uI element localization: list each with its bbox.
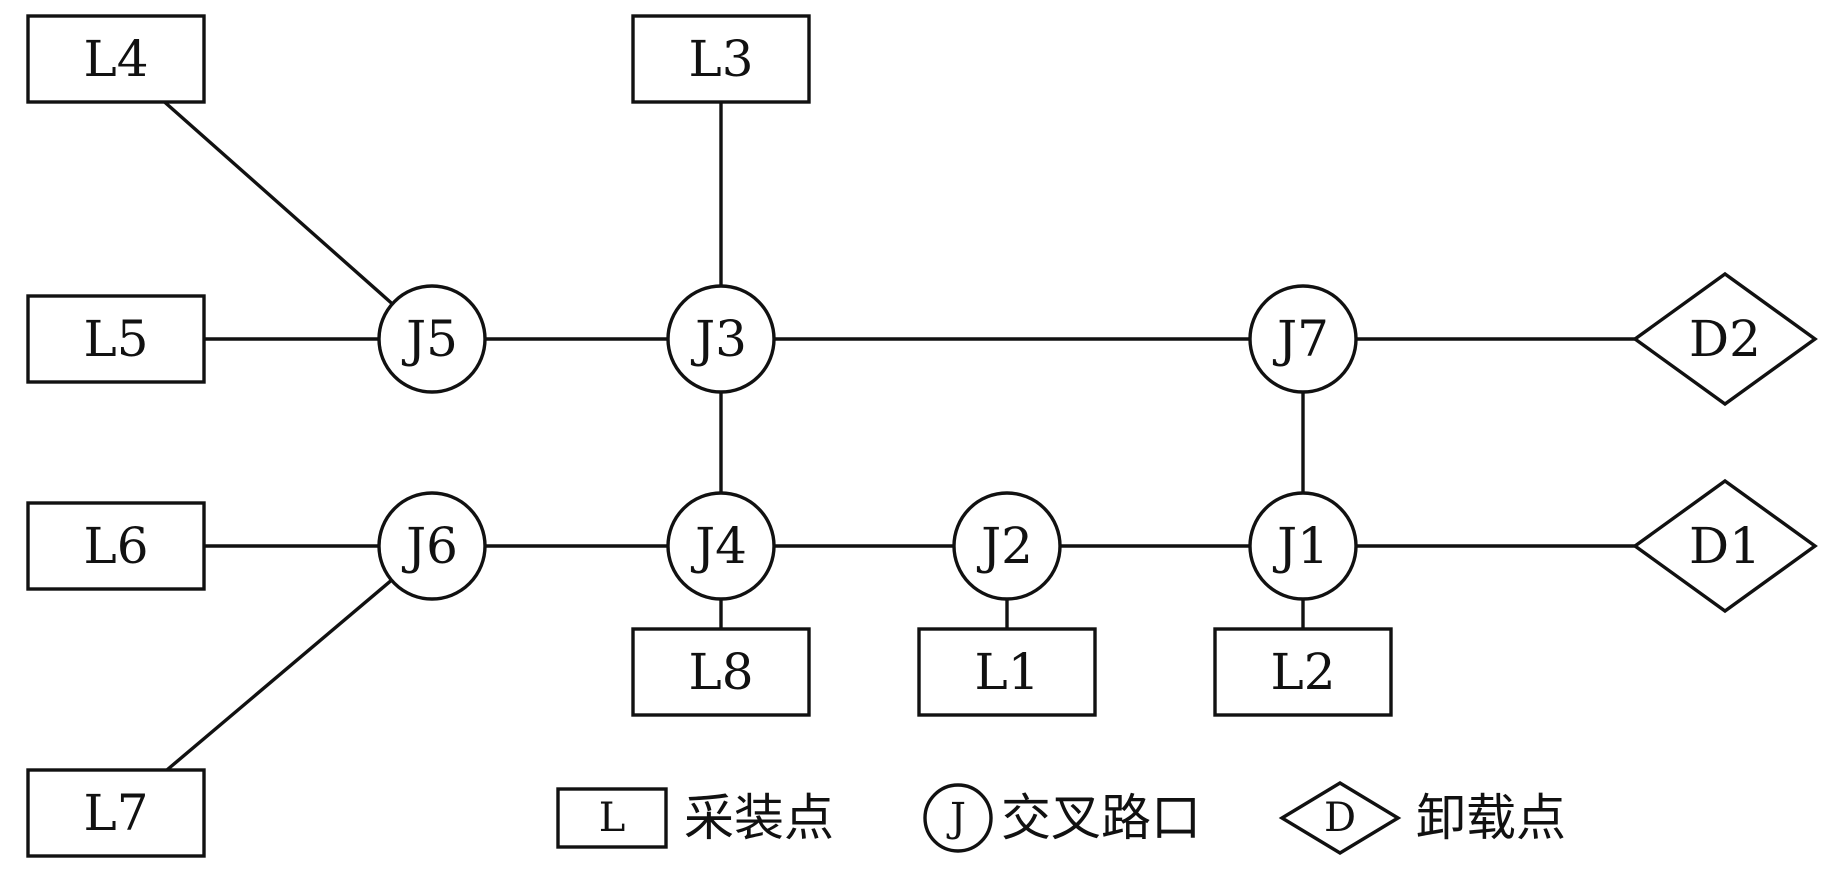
node-label-l8: L8 [688, 643, 753, 701]
node-j2: J2 [952, 491, 1062, 601]
node-l1: L1 [917, 627, 1097, 717]
node-label-l4: L4 [83, 30, 148, 88]
node-l7: L7 [26, 768, 206, 858]
node-label-l2: L2 [1270, 643, 1335, 701]
node-label-j5: J5 [401, 310, 458, 368]
dump-point-diamond [1632, 271, 1818, 407]
legend-junction-circle [923, 783, 993, 853]
junction-circle [666, 284, 776, 394]
legend-item-junction: J 交叉路口 [923, 783, 1201, 853]
legend-loading-symbol: L [599, 795, 626, 841]
loading-point-box [26, 14, 206, 104]
node-label-l1: L1 [974, 643, 1039, 701]
legend-junction-symbol: J [946, 795, 966, 841]
legend: L 采装点 J 交叉路口 D 卸载点 [556, 781, 1566, 855]
junction-circle [1248, 284, 1358, 394]
node-label-j2: J2 [976, 517, 1033, 575]
node-j5: J5 [377, 284, 487, 394]
node-d2: D2 [1632, 271, 1818, 407]
junction-circle [377, 491, 487, 601]
node-j4: J4 [666, 491, 776, 601]
node-label-j6: J6 [401, 517, 458, 575]
node-l3: L3 [631, 14, 811, 104]
node-label-j3: J3 [690, 310, 747, 368]
edge-l7-j6 [165, 578, 393, 772]
node-d1: D1 [1632, 478, 1818, 614]
node-label-l5: L5 [83, 310, 148, 368]
node-label-l3: L3 [688, 30, 753, 88]
loading-point-box [631, 627, 811, 717]
junction-circle [377, 284, 487, 394]
node-l2: L2 [1213, 627, 1393, 717]
legend-dump-text: 卸载点 [1416, 789, 1566, 847]
legend-loading-text: 采装点 [684, 789, 834, 847]
node-l5: L5 [26, 294, 206, 384]
node-label-j7: J7 [1272, 310, 1329, 368]
node-j7: J7 [1248, 284, 1358, 394]
node-label-d2: D2 [1689, 310, 1761, 368]
loading-point-box [631, 14, 811, 104]
dump-point-diamond [1632, 478, 1818, 614]
edge-l4-j5 [163, 100, 394, 306]
node-l4: L4 [26, 14, 206, 104]
legend-dump-diamond [1278, 781, 1402, 855]
loading-point-box [26, 768, 206, 858]
node-label-l7: L7 [83, 784, 148, 842]
node-label-l6: L6 [83, 517, 148, 575]
legend-item-loading: L 采装点 [556, 787, 834, 849]
loading-point-box [917, 627, 1097, 717]
node-label-j4: J4 [690, 517, 747, 575]
loading-point-box [26, 501, 206, 591]
junction-circle [952, 491, 1062, 601]
edges-layer [163, 100, 1635, 772]
node-j6: J6 [377, 491, 487, 601]
junction-circle [666, 491, 776, 601]
legend-junction-text: 交叉路口 [1001, 789, 1201, 847]
loading-point-box [1213, 627, 1393, 717]
node-j1: J1 [1248, 491, 1358, 601]
legend-loading-rect [556, 787, 668, 849]
junction-circle [1248, 491, 1358, 601]
legend-item-dump: D 卸载点 [1278, 781, 1566, 855]
node-j3: J3 [666, 284, 776, 394]
loading-point-box [26, 294, 206, 384]
node-l8: L8 [631, 627, 811, 717]
legend-dump-symbol: D [1324, 795, 1356, 841]
node-l6: L6 [26, 501, 206, 591]
node-label-d1: D1 [1689, 517, 1761, 575]
node-label-j1: J1 [1272, 517, 1329, 575]
